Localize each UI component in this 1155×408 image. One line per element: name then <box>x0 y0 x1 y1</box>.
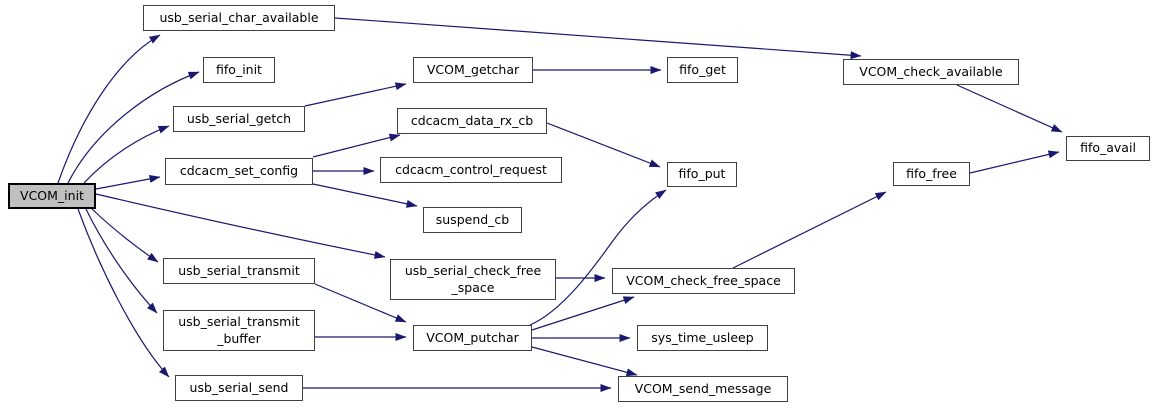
node-fifo-get[interactable]: fifo_get <box>667 57 738 83</box>
edge-vcom-putchar-to-vcom-send-message <box>531 346 638 377</box>
node-usb-serial-check-free-space[interactable]: usb_serial_check_free _space <box>390 259 556 300</box>
edge-vcom-init-to-usb-serial-transmit-buffer <box>85 208 158 314</box>
edge-cdcacm-set-config-to-cdcacm-data-rx-cb <box>312 133 401 158</box>
node-vcom-getchar[interactable]: VCOM_getchar <box>413 57 533 83</box>
edge-vcom-putchar-to-fifo-put <box>529 189 667 326</box>
edge-vcom-init-to-usb-serial-getch <box>83 125 170 184</box>
node-suspend-cb[interactable]: suspend_cb <box>423 207 522 233</box>
node-usb-serial-char-available[interactable]: usb_serial_char_available <box>143 5 335 31</box>
node-usb-serial-transmit-buffer[interactable]: usb_serial_transmit _buffer <box>163 310 315 351</box>
edge-vcom-init-to-usb-serial-char-available <box>57 34 161 184</box>
node-fifo-free[interactable]: fifo_free <box>893 162 970 186</box>
edge-usb-serial-char-available-to-vcom-check-available <box>334 17 862 60</box>
edge-cdcacm-set-config-to-suspend-cb <box>312 183 418 208</box>
node-vcom-putchar[interactable]: VCOM_putchar <box>413 325 532 351</box>
edge-usb-serial-getch-to-vcom-getchar <box>304 82 407 107</box>
node-fifo-put[interactable]: fifo_put <box>667 162 737 187</box>
edge-usb-serial-transmit-to-vcom-putchar <box>314 283 407 323</box>
node-usb-serial-transmit[interactable]: usb_serial_transmit <box>163 258 315 284</box>
edge-vcom-putchar-to-vcom-check-free-space <box>531 296 635 331</box>
node-vcom-init: VCOM_init <box>8 183 96 209</box>
edge-vcom-init-to-usb-serial-send <box>77 208 170 378</box>
edge-fifo-free-to-fifo-avail <box>969 150 1060 174</box>
edge-vcom-init-to-cdcacm-set-config <box>95 174 161 190</box>
node-vcom-check-free-space[interactable]: VCOM_check_free_space <box>612 268 795 294</box>
edge-vcom-check-free-space-to-fifo-free <box>732 191 887 269</box>
node-fifo-avail[interactable]: fifo_avail <box>1066 136 1150 161</box>
node-sys-time-usleep[interactable]: sys_time_usleep <box>637 325 768 351</box>
edge-vcom-init-to-fifo-init <box>67 71 200 184</box>
node-cdcacm-data-rx-cb[interactable]: cdcacm_data_rx_cb <box>397 108 547 134</box>
node-fifo-init[interactable]: fifo_init <box>203 57 275 83</box>
edge-vcom-init-to-usb-serial-check-free-space <box>95 193 386 259</box>
node-vcom-send-message[interactable]: VCOM_send_message <box>618 376 788 402</box>
edge-vcom-check-available-to-fifo-avail <box>956 84 1063 133</box>
node-usb-serial-send[interactable]: usb_serial_send <box>175 375 303 401</box>
node-cdcacm-set-config[interactable]: cdcacm_set_config <box>165 158 313 185</box>
edge-cdcacm-data-rx-cb-to-fifo-put <box>546 122 661 168</box>
node-cdcacm-control-request[interactable]: cdcacm_control_request <box>380 157 562 183</box>
edge-vcom-init-to-usb-serial-transmit <box>91 208 159 263</box>
node-usb-serial-getch[interactable]: usb_serial_getch <box>173 106 305 132</box>
node-vcom-check-available[interactable]: VCOM_check_available <box>843 59 1019 85</box>
